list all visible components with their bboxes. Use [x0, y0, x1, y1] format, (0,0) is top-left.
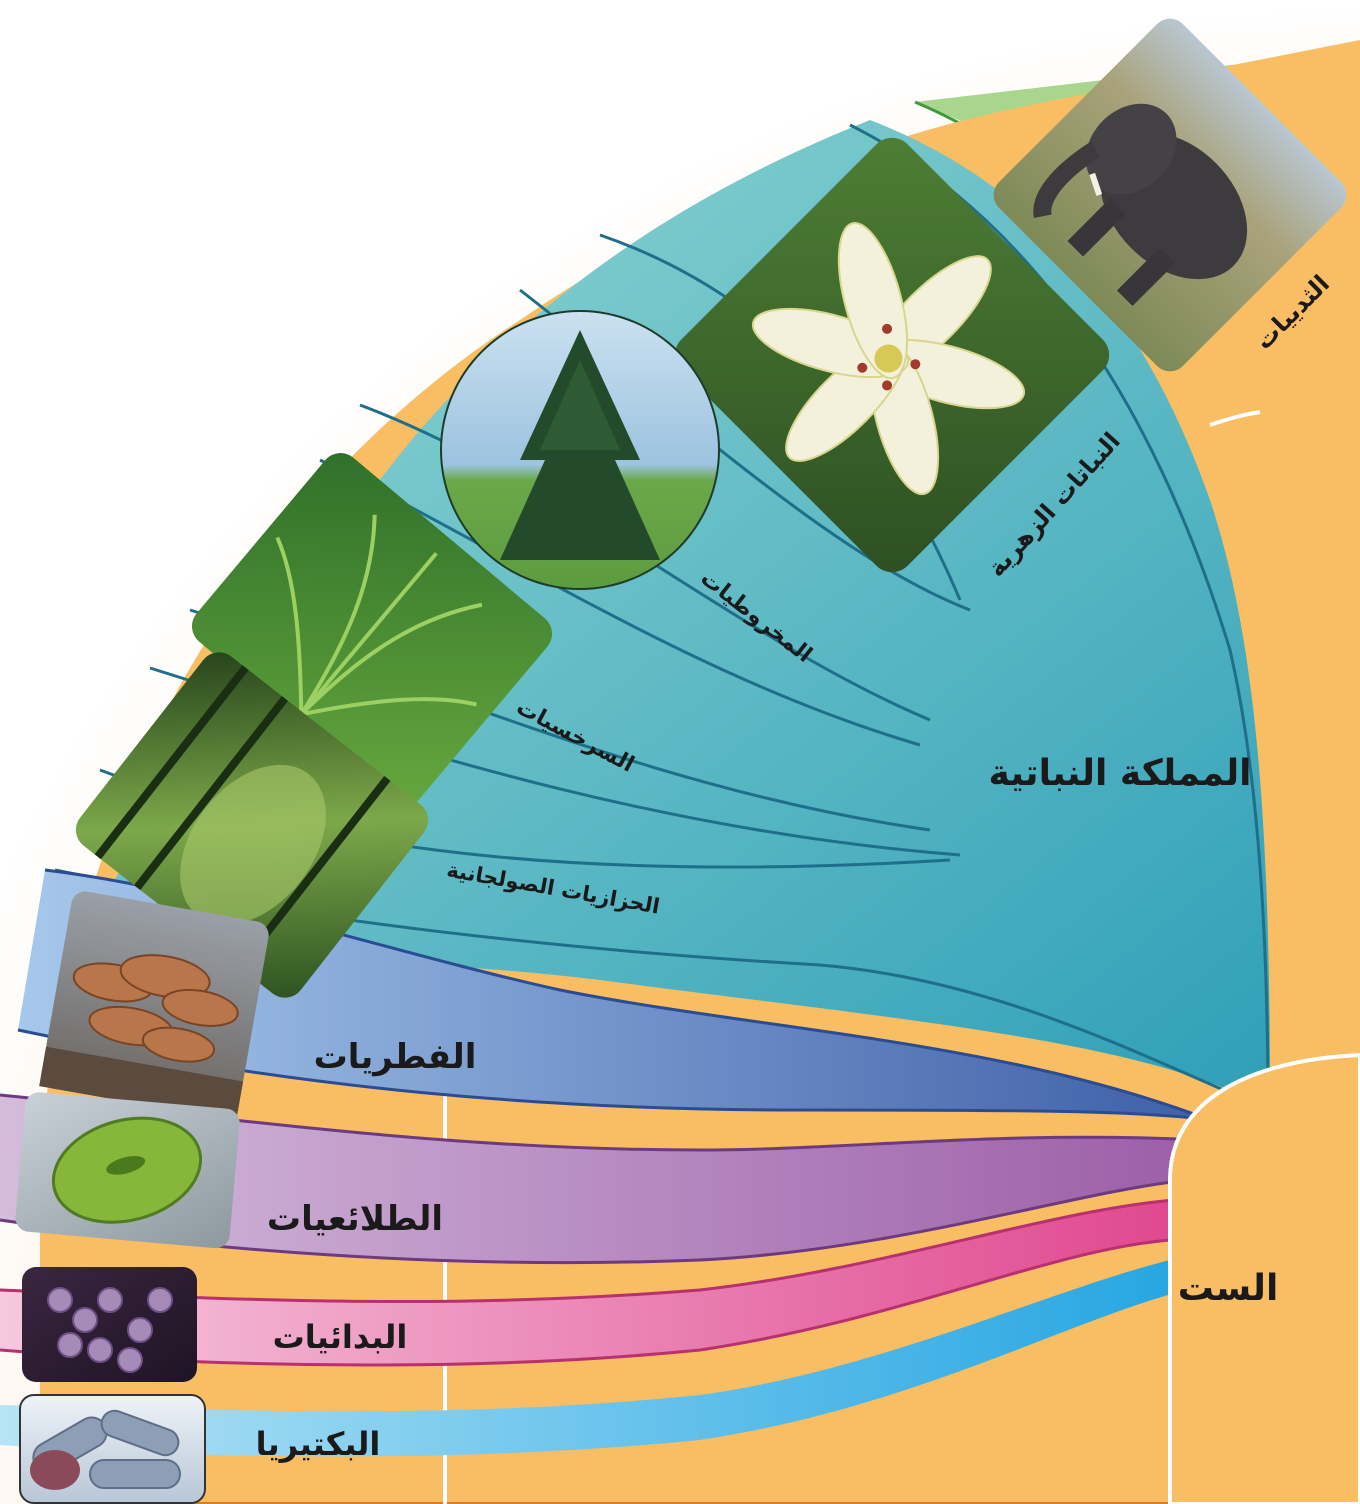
archaea-label: البدائيات — [273, 1318, 408, 1356]
plant-kingdom-label: المملكة النباتية — [989, 753, 1252, 794]
root-label: الست — [1178, 1268, 1279, 1309]
bacteria-photo — [20, 1395, 205, 1503]
protists-label: الطلائعيات — [267, 1199, 443, 1239]
bacteria-label: البكتيريا — [256, 1425, 381, 1463]
archaea-photo — [22, 1267, 197, 1382]
fungi-label: الفطريات — [314, 1037, 477, 1077]
paramecium-photo — [14, 1088, 241, 1251]
mushroom-photo — [39, 889, 271, 1121]
